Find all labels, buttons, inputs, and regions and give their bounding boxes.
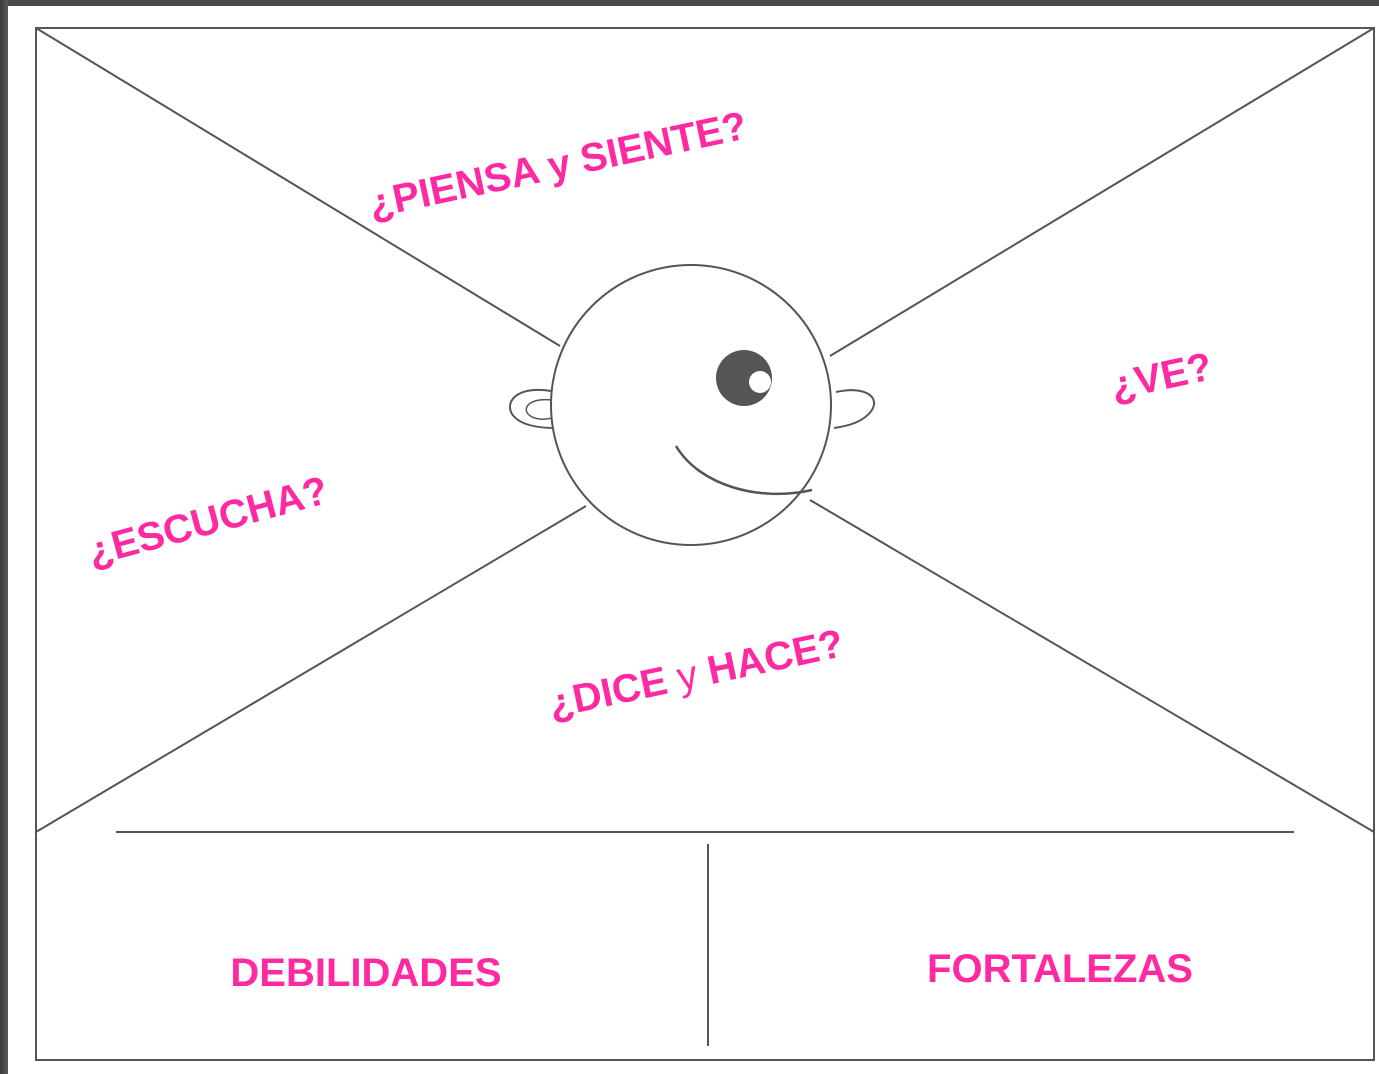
eye-highlight bbox=[749, 371, 771, 393]
label-debilidades: DEBILIDADES bbox=[230, 951, 501, 995]
label-escucha: ¿ESCUCHA? bbox=[83, 468, 333, 574]
label-dice-part1: ¿DICE bbox=[545, 657, 682, 727]
label-dice-part2: HACE? bbox=[693, 621, 848, 695]
diagonal-top-left bbox=[35, 27, 561, 347]
window-edge bbox=[0, 0, 8, 1074]
diagonal-bottom-left bbox=[35, 505, 587, 833]
label-ve: ¿VE? bbox=[1107, 345, 1216, 409]
label-dice-hace: ¿DICE y HACE? bbox=[545, 621, 848, 726]
diagonal-bottom-right bbox=[809, 499, 1375, 833]
left-ear-inner bbox=[525, 398, 553, 420]
map-frame bbox=[35, 27, 1375, 1061]
diagonal-top-right bbox=[829, 27, 1375, 357]
label-piensa-siente: ¿PIENSA y SIENTE? bbox=[365, 104, 751, 227]
label-fortalezas: FORTALEZAS bbox=[927, 947, 1193, 991]
left-ear bbox=[509, 388, 557, 429]
right-ear bbox=[833, 389, 875, 429]
head-circle bbox=[550, 264, 832, 546]
smile-mouth bbox=[674, 445, 813, 496]
